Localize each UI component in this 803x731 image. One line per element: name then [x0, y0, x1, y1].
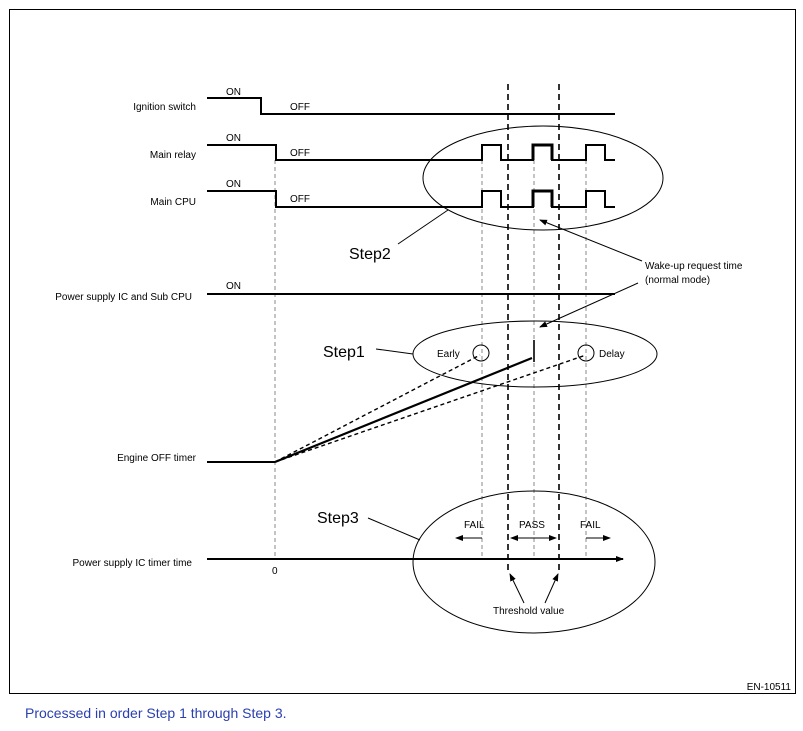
threshold-arrow-right: [544, 573, 559, 604]
engine-timer-ramp: [274, 356, 533, 464]
fail-right-label: FAIL: [580, 520, 601, 531]
main-cpu-off-label: OFF: [290, 194, 310, 205]
threshold-arrow-left: [509, 573, 525, 604]
ignition-on-label: ON: [226, 87, 241, 98]
time-zero-label: 0: [272, 566, 278, 577]
main-cpu-on-label: ON: [226, 179, 241, 190]
delay-marker: [577, 344, 595, 362]
ignition-label: Ignition switch: [133, 102, 196, 113]
timing-diagram: Ignition switch Main relay Main CPU Powe…: [55, 84, 743, 634]
main-relay-pulse-emphasis: [531, 143, 554, 160]
power-supply-label: Power supply IC and Sub CPU: [55, 292, 192, 303]
step2-ellipse: [422, 125, 664, 231]
delay-label: Delay: [599, 349, 625, 360]
ic-timer-label: Power supply IC timer time: [73, 558, 193, 569]
engine-timer-label: Engine OFF timer: [117, 453, 197, 464]
early-label: Early: [437, 349, 460, 360]
main-relay-off-label: OFF: [290, 148, 310, 159]
ignition-off-label: OFF: [290, 102, 310, 113]
engine-timer-delay-ramp: [274, 354, 587, 463]
step1-label: Step1: [323, 344, 365, 361]
fail-left-label: FAIL: [464, 520, 485, 531]
wakeup-leader-upper: [539, 219, 643, 262]
main-relay-label: Main relay: [150, 150, 196, 161]
step1-leader: [375, 348, 414, 355]
step3-label: Step3: [317, 510, 359, 527]
threshold-label: Threshold value: [493, 606, 565, 617]
diagram-frame: [9, 9, 796, 694]
step3-ellipse: [412, 490, 656, 634]
main-cpu-pulse-emphasis: [531, 189, 554, 207]
wakeup-leader-lower: [539, 282, 639, 328]
figure-code: EN-10511: [746, 682, 791, 693]
step2-leader: [397, 209, 449, 245]
pass-label: PASS: [519, 520, 545, 531]
engine-timer-early-ramp: [274, 354, 481, 463]
main-cpu-label: Main CPU: [150, 197, 196, 208]
main-relay-waveform: [207, 144, 615, 161]
wakeup-label-line2: (normal mode): [645, 275, 710, 286]
main-relay-on-label: ON: [226, 133, 241, 144]
ignition-waveform: [207, 97, 615, 115]
early-marker: [472, 344, 490, 362]
caption-text: Processed in order Step 1 through Step 3…: [25, 705, 287, 721]
step2-label: Step2: [349, 246, 391, 263]
power-supply-on-label: ON: [226, 281, 241, 292]
step3-leader: [367, 517, 421, 541]
wakeup-label-line1: Wake-up request time: [645, 261, 743, 272]
main-cpu-waveform: [207, 190, 615, 208]
